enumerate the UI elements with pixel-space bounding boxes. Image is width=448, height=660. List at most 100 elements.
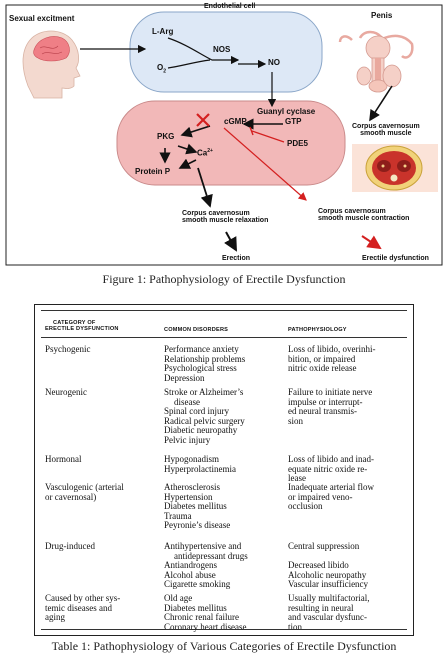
cell-line: aging <box>45 612 65 623</box>
cell-line: antidepressant drugs <box>174 550 248 561</box>
sexual-excitment-label: Sexual excitment <box>9 14 75 23</box>
cell-line: Inadequate arterial flow <box>288 482 374 492</box>
ca-label: Ca2+ <box>197 148 213 158</box>
cell-line: Peyronie’s disease <box>164 520 231 531</box>
cell-line: Neurogenic <box>45 387 87 397</box>
cell-line: occlusion <box>288 501 323 512</box>
cell-line: Antiandrogens <box>164 560 217 571</box>
figure-frame <box>5 4 443 266</box>
arrow-relaxation-erection <box>224 231 237 252</box>
table-caption: Table 1: Pathophysiology of Various Cate… <box>51 639 397 653</box>
cell-line: Hypogonadism <box>164 454 219 464</box>
arrow-penis-ccsm <box>369 85 393 122</box>
cell-line: Caused by other sys- <box>45 593 121 603</box>
cell-line: Diabetes mellitus <box>164 602 227 613</box>
penis-anatomy-icon <box>338 30 414 93</box>
cell-line: ed neural transmis- <box>288 406 357 417</box>
arrow-cgmp-pkg <box>180 125 211 138</box>
arrow-ca-proteinp <box>178 158 197 169</box>
cell-line: Depression <box>164 372 205 383</box>
cell-line: Psychological stress <box>164 363 237 374</box>
cell-line: tion <box>288 621 303 632</box>
protein-p-label: Protein P <box>135 167 171 176</box>
erection-label: Erection <box>222 255 251 262</box>
cell-line: Relationship problems <box>164 353 246 364</box>
pathophysiology-diagram: Sexual excitment Endothelial cell Penis … <box>0 0 448 270</box>
penis-label: Penis <box>371 11 393 20</box>
cell-pathophysiology: Usually multifactorial,resulting in neur… <box>288 593 370 632</box>
table-top-rule <box>41 310 407 311</box>
cell-line: Hyperprolactinemia <box>164 463 236 474</box>
arrow-larg-nos <box>167 37 240 65</box>
arrow-o2-nos <box>167 59 211 69</box>
inhibition-x-mark <box>196 113 210 127</box>
cell-line: impulse or interrupt- <box>288 396 363 407</box>
cell-line: Decreased libido <box>288 560 349 571</box>
ed-categories-table: Category of Erectile Dysfunction Common … <box>34 304 414 636</box>
no-label: NO <box>268 58 280 67</box>
cell-line: Stroke or Alzheimer’s <box>164 387 244 397</box>
cell-line: resulting in neural <box>288 602 354 613</box>
cell-line: Antihypertensive and <box>164 541 242 551</box>
figure-caption: Figure 1: Pathophysiology of Erectile Dy… <box>102 272 346 286</box>
cell-line: Vasculogenic (arterial <box>45 482 124 492</box>
cell-line: Radical pelvic surgery <box>164 415 245 426</box>
cell-line: Pelvic injury <box>164 434 211 445</box>
guanyl-cyclase-label: Guanyl cyclase <box>257 107 316 116</box>
cell-line: or impaired veno- <box>288 491 353 502</box>
header-disorders: Common Disorders <box>164 327 229 333</box>
cell-category: Hormonal <box>45 454 82 465</box>
cross-section-icon <box>352 144 438 192</box>
cell-line: Chronic renal failure <box>164 612 239 623</box>
cell-line: and vascular dysfunc- <box>288 612 367 623</box>
table-bottom-rule <box>41 629 407 630</box>
cell-pathophysiology: Loss of libido, overinhi-bition, or impa… <box>288 344 376 374</box>
cell-line: Hypertension <box>164 491 213 502</box>
cell-line: equate nitric oxide re- <box>288 463 368 474</box>
header-category: Category of Erectile Dysfunction <box>45 320 119 333</box>
cell-category: Neurogenic <box>45 387 87 398</box>
endothelial-cell-shape <box>129 11 323 93</box>
endothelial-cell-label: Endothelial cell <box>204 3 256 10</box>
cell-line: Hormonal <box>45 454 82 464</box>
cell-pathophysiology: Loss of libido and inad-equate nitric ox… <box>288 454 374 484</box>
cell-line: temic diseases and <box>45 602 112 613</box>
cell-line: Coronary heart disease <box>164 621 247 632</box>
arrow-ca-relaxation <box>197 167 213 208</box>
pde5-inhibition <box>251 130 285 143</box>
cell-line: Central suppression <box>288 541 360 551</box>
diagram-graphics <box>5 4 443 266</box>
cell-line: Trauma <box>164 510 192 521</box>
cell-line: Cigarette smoking <box>164 579 231 590</box>
head-icon <box>22 30 81 99</box>
cell-line: Psychogenic <box>45 344 91 354</box>
arrow-contraction-dysfunction <box>361 235 382 250</box>
cell-line: Diabetes mellitus <box>164 501 227 512</box>
cell-line: Performance anxiety <box>164 344 239 354</box>
header-pathophysiology: Pathophysiology <box>288 327 347 333</box>
nos-label: NOS <box>213 45 231 54</box>
cell-line: Loss of libido, overinhi- <box>288 344 376 354</box>
cell-category: Drug-induced <box>45 541 95 552</box>
cell-line: Alcohol abuse <box>164 569 216 580</box>
arrow-pkg-ca <box>177 143 198 155</box>
erectile-dysfunction-label: Erectile dysfunction <box>362 255 429 262</box>
cell-line: sion <box>288 415 304 426</box>
arrow-red-contraction <box>223 127 307 201</box>
gtp-label: GTP <box>285 117 302 126</box>
cell-line: Usually multifactorial, <box>288 593 370 603</box>
cell-line: Old age <box>164 593 193 603</box>
cell-line: Failure to initiate nerve <box>288 387 373 397</box>
cell-line: Diabetic neuropathy <box>164 425 238 436</box>
cell-category: Psychogenic <box>45 344 91 355</box>
cell-line: bition, or impaired <box>288 353 356 364</box>
